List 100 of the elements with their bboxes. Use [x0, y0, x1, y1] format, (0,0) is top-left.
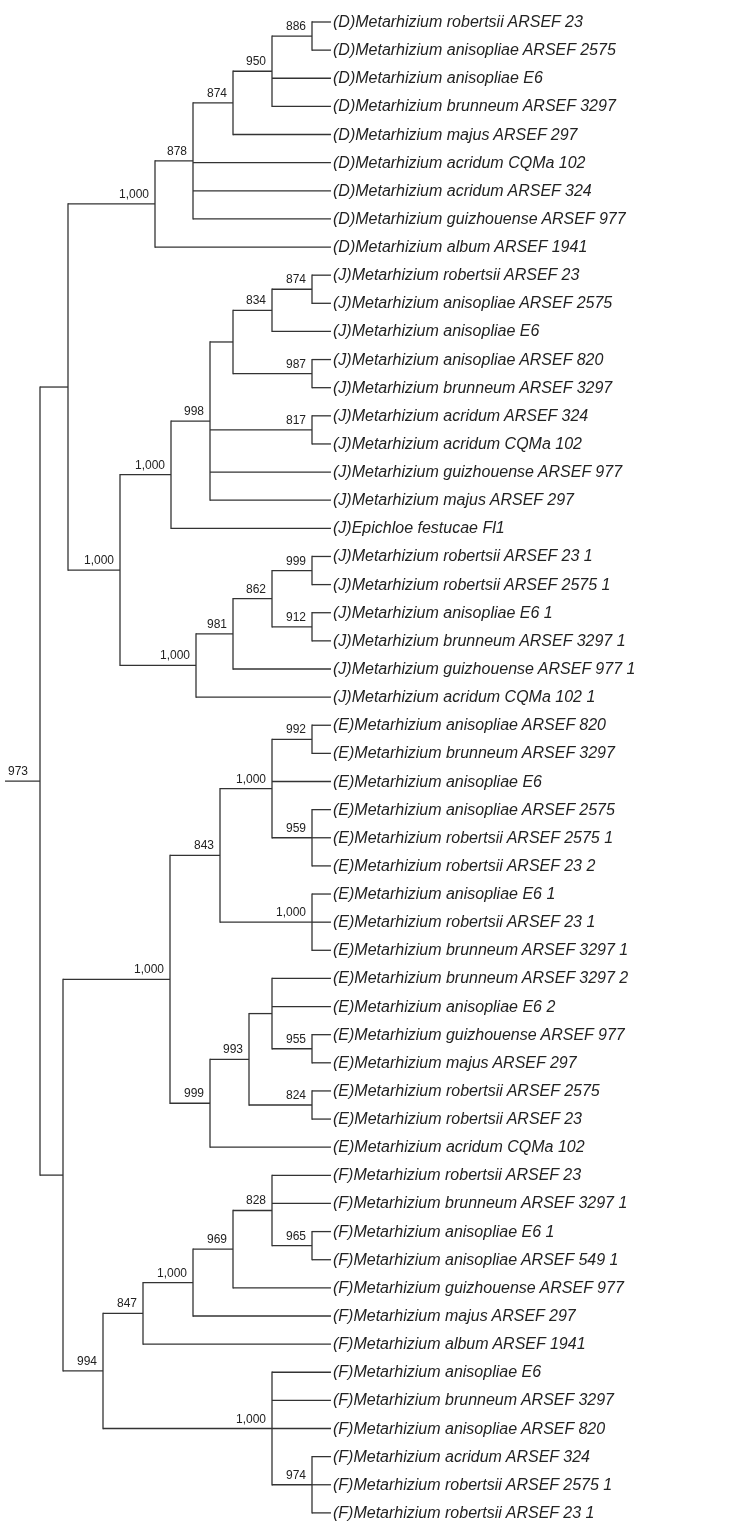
bootstrap-value: 950 — [246, 54, 267, 69]
branch-line — [169, 1102, 211, 1104]
taxon-label: (E)Metarhizium brunneum ARSEF 3297 2 — [333, 969, 629, 988]
clade-junction-line — [39, 385, 41, 1177]
branch-line — [271, 1371, 332, 1373]
branch-line — [311, 1512, 332, 1514]
taxon-label: (J)Metarhizium majus ARSEF 297 — [333, 491, 574, 510]
branch-line — [271, 977, 332, 980]
clade-junction-line — [271, 287, 273, 333]
clade-junction-line — [169, 854, 171, 1105]
branch-line — [311, 752, 332, 755]
clade-junction-line — [209, 340, 211, 502]
clade-junction-line — [311, 414, 313, 446]
taxon-label: (F)Metarhizium robertsii ARSEF 2575 1 — [333, 1475, 613, 1494]
taxon-label: (D)Metarhizium acridum ARSEF 324 — [333, 181, 592, 200]
taxon-label: (E)Metarhizium brunneum ARSEF 3297 — [333, 744, 615, 763]
branch-line — [311, 1484, 332, 1486]
branch-line — [311, 949, 332, 951]
branch-line — [232, 133, 332, 136]
branch-line — [311, 415, 332, 417]
clade-junction-line — [271, 1370, 273, 1487]
bootstrap-value: 1,000 — [84, 553, 115, 568]
bootstrap-value: 955 — [286, 1031, 307, 1046]
taxon-label: (E)Metarhizium anisopliae E6 — [333, 772, 542, 791]
branch-line — [102, 1427, 273, 1430]
branch-line — [102, 1312, 144, 1314]
bootstrap-value: 874 — [286, 272, 307, 287]
bootstrap-value: 828 — [246, 1193, 267, 1208]
taxon-label: (F)Metarhizium anisopliae ARSEF 549 1 — [333, 1250, 619, 1269]
taxon-label: (F)Metarhizium robertsii ARSEF 23 — [333, 1166, 582, 1185]
branch-line — [311, 1118, 332, 1120]
taxon-label: (D)Metarhizium brunneum ARSEF 3297 — [333, 97, 616, 116]
clade-junction-line — [170, 419, 172, 530]
taxon-label: (J)Metarhizium guizhouense ARSEF 977 1 — [333, 660, 636, 678]
taxon-label: (J)Metarhizium anisopliae E6 — [333, 322, 540, 341]
branch-line — [271, 1048, 313, 1050]
branch-line — [311, 1259, 332, 1261]
branch-line — [311, 302, 332, 304]
branch-line — [170, 420, 211, 422]
clade-junction-line — [311, 611, 313, 643]
taxon-label: (F)Metarhizium anisopliae ARSEF 820 — [333, 1419, 606, 1438]
bootstrap-value: 999 — [286, 553, 307, 568]
taxon-label: (E)Metarhizium robertsii ARSEF 23 1 — [333, 913, 596, 932]
taxon-label: (E)Metarhizium majus ARSEF 297 — [333, 1053, 577, 1072]
branch-line — [311, 555, 332, 558]
branch-line — [248, 1012, 273, 1015]
taxon-label: (F)Metarhizium majus ARSEF 297 — [333, 1306, 576, 1325]
bootstrap-value: 999 — [184, 1086, 205, 1101]
taxon-label: (D)Metarhizium anisopliae E6 — [333, 69, 543, 88]
branch-line — [311, 893, 332, 895]
branch-line — [311, 443, 332, 445]
bootstrap-value: 993 — [223, 1042, 244, 1057]
branch-line — [219, 787, 273, 790]
taxon-label: (J)Metarhizium brunneum ARSEF 3297 — [333, 378, 613, 397]
branch-line — [311, 1230, 332, 1233]
clade-junction-line — [311, 358, 313, 389]
branch-line — [311, 274, 332, 276]
branch-line — [192, 1248, 234, 1250]
clade-junction-line — [232, 1209, 234, 1290]
clade-junction-line — [192, 101, 194, 221]
clade-junction-line — [311, 723, 313, 755]
clade-junction-line — [311, 1089, 313, 1121]
bootstrap-value: 843 — [194, 838, 215, 853]
taxon-label: (F)Metarhizium album ARSEF 1941 — [333, 1335, 586, 1354]
branch-line — [248, 1104, 313, 1106]
clade-junction-line — [232, 69, 234, 136]
clade-junction-line — [271, 738, 273, 840]
taxon-label: (J)Metarhizium anisopliae ARSEF 2575 — [333, 294, 613, 313]
branch-line — [62, 1370, 104, 1372]
taxon-label: (J)Metarhizium robertsii ARSEF 23 1 — [333, 547, 593, 566]
bootstrap-value: 969 — [207, 1232, 228, 1247]
bootstrap-value: 912 — [286, 609, 307, 624]
clade-junction-line — [311, 1230, 313, 1261]
clade-junction-line — [209, 1058, 211, 1149]
branch-line — [4, 780, 41, 782]
bootstrap-value: 1,000 — [134, 962, 165, 977]
branch-line — [232, 309, 273, 311]
bootstrap-value: 886 — [286, 19, 307, 34]
branch-line — [271, 780, 332, 783]
taxon-label: (J)Metarhizium robertsii ARSEF 23 — [333, 266, 580, 285]
bootstrap-value: 974 — [286, 1467, 307, 1482]
clade-junction-line — [311, 20, 313, 52]
branch-line — [271, 35, 313, 37]
branch-line — [311, 358, 332, 361]
taxon-label: (E)Metarhizium anisopliae ARSEF 2575 — [333, 800, 615, 819]
taxon-label: (J)Metarhizium brunneum ARSEF 3297 1 — [333, 631, 626, 650]
branch-line — [311, 387, 332, 389]
bootstrap-value: 847 — [117, 1296, 138, 1311]
clade-junction-line — [271, 569, 273, 629]
clade-junction-line — [271, 1174, 273, 1247]
clade-junction-line — [311, 892, 313, 952]
branch-line — [209, 1146, 332, 1148]
clade-junction-line — [311, 555, 313, 586]
branch-line — [142, 1343, 332, 1345]
branch-line — [311, 49, 332, 51]
bootstrap-value: 817 — [286, 412, 307, 427]
taxon-label: (D)Metarhizium robertsii ARSEF 23 — [333, 13, 583, 31]
bootstrap-value: 987 — [286, 356, 307, 371]
taxon-label: (F)Metarhizium guizhouense ARSEF 977 — [333, 1278, 624, 1297]
clade-junction-line — [219, 787, 221, 924]
